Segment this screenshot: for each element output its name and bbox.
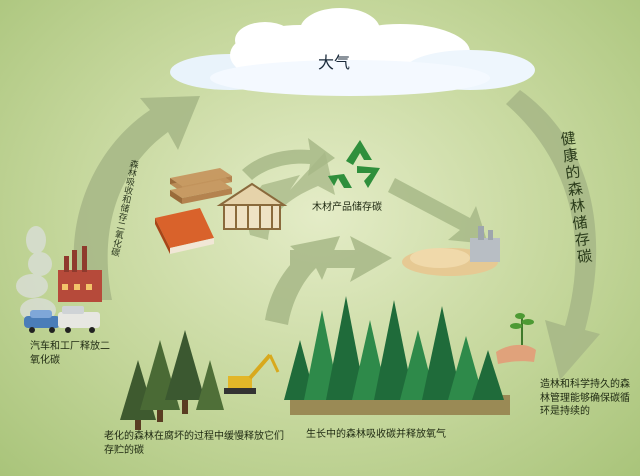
factory-icon [58, 246, 102, 302]
diagonal-arrow [388, 178, 488, 244]
emissions-label: 汽车和工厂释放二氧化碳 [30, 341, 110, 366]
seedling-hand-icon [496, 313, 536, 364]
right-arrow [506, 90, 600, 380]
cloud-icon [170, 8, 535, 96]
recycle-icon [328, 140, 380, 188]
aging-forest [120, 330, 224, 430]
sustainable-management-label: 造林和科学持久的森林管理能够确保碳循环是持续的 [540, 379, 630, 417]
top-middle-arrow [242, 138, 335, 180]
book-icon [155, 208, 214, 254]
aging-forest-label: 老化的森林在腐坏的过程中缓慢释放它们存贮的碳 [104, 431, 284, 456]
wood-products-label: 木材产品储存碳 [312, 202, 382, 213]
lumber-icon [170, 168, 232, 204]
left-arrow [73, 96, 200, 300]
growing-forest [284, 296, 510, 415]
atmosphere-label: 大气 [318, 53, 351, 72]
house-frame-icon [216, 182, 288, 230]
growing-forest-label: 生长中的森林吸收碳并释放氧气 [306, 429, 446, 440]
smoke-icon [16, 226, 56, 322]
car-icon [24, 306, 100, 333]
sawmill-icon [402, 226, 500, 276]
excavator-icon [224, 353, 280, 394]
